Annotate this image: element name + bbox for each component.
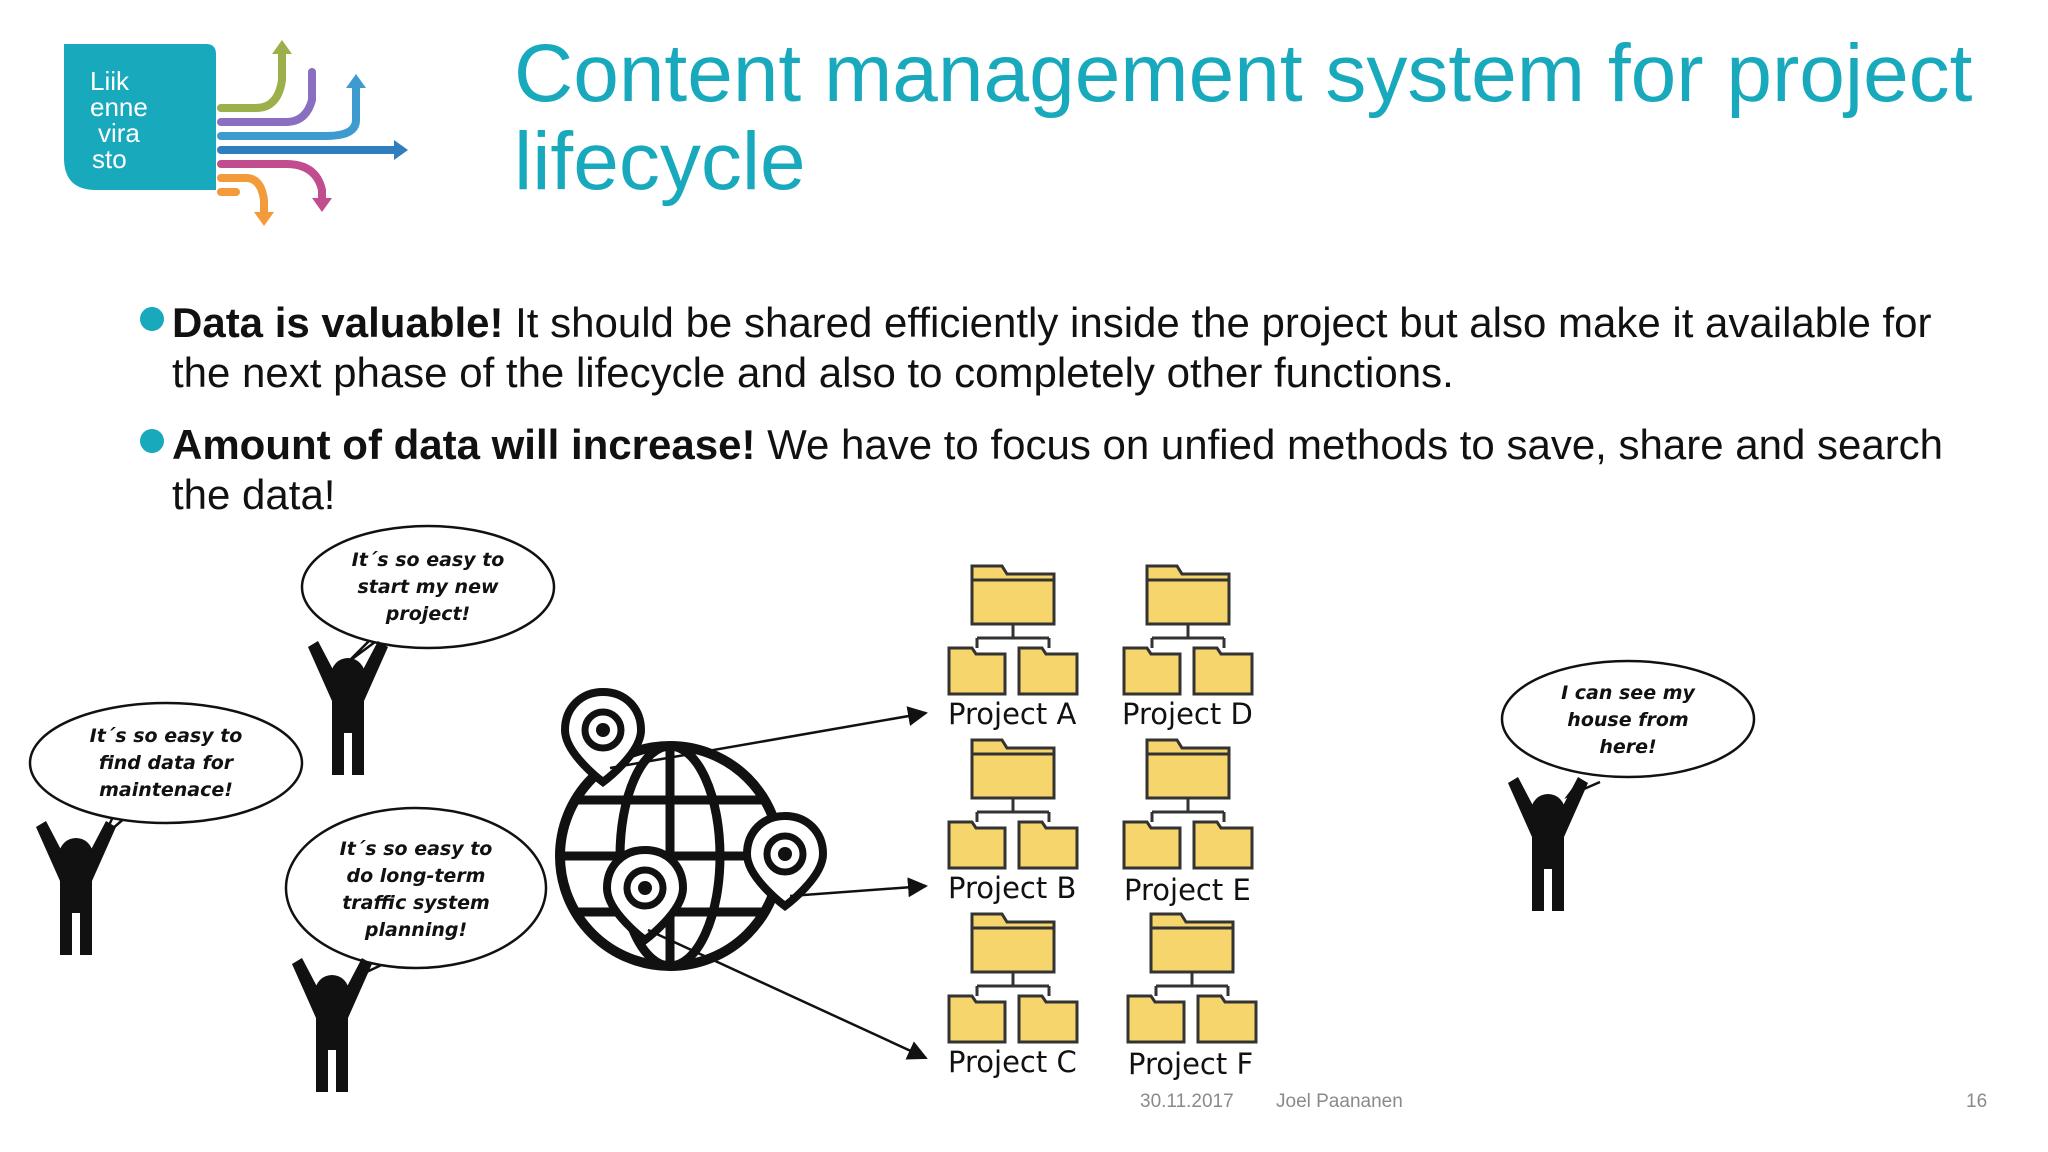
- arrow-to-project-c: [647, 928, 928, 1060]
- bullet-dot-icon: [140, 429, 164, 453]
- slide-title: Content management system for project li…: [514, 28, 1973, 207]
- speech-bubble-planning: It´s so easy to do long-term traffic sys…: [284, 806, 548, 978]
- bubble-text-line: do long-term: [347, 865, 486, 887]
- bubble-text-line: here!: [1599, 736, 1656, 758]
- bullet-bold-text: Amount of data will increase!: [172, 421, 756, 468]
- bubble-text-line: maintenace!: [99, 779, 233, 801]
- folder-hierarchy-icon: [947, 738, 1079, 870]
- person-arms-raised-icon: [1508, 777, 1588, 911]
- bubble-text-line: project!: [385, 603, 470, 625]
- folder-hierarchy-icon: [947, 912, 1079, 1044]
- arrow-to-project-b: [789, 877, 928, 898]
- folder-hierarchy-icon: [1126, 912, 1258, 1044]
- logo-text-line: vira: [98, 118, 140, 148]
- footer-author: Joel Paananen: [1276, 1091, 1403, 1112]
- folder-hierarchy-icon: [1122, 738, 1254, 870]
- project-lifecycle-diagram: It´s so easy to start my new project! It…: [28, 524, 1756, 1092]
- project-label: Project B: [948, 871, 1076, 905]
- bubble-text-line: I can see my: [1561, 682, 1696, 704]
- project-label: Project D: [1122, 697, 1253, 731]
- liikennevirasto-logo: Liik enne vira sto: [64, 40, 408, 226]
- folder-hierarchy-icon: [947, 564, 1079, 696]
- bubble-text-line: It´s so easy to: [340, 838, 493, 860]
- bullet-text: It should be shared efficiently inside t…: [172, 299, 1932, 396]
- speech-bubble-house: I can see my house from here!: [1500, 659, 1756, 800]
- logo-text-line: Liik: [90, 66, 130, 96]
- bullet-item: Amount of data will increase! We have to…: [140, 420, 1980, 520]
- project-label: Project E: [1124, 873, 1251, 907]
- person-arms-raised-icon: [308, 641, 388, 775]
- bullet-text: We have to focus on unfied methods to sa…: [172, 421, 1944, 518]
- folder-hierarchy-icon: [1122, 564, 1254, 696]
- bubble-text-line: It´s so easy to: [352, 549, 505, 571]
- bullet-dot-icon: [140, 307, 164, 331]
- speech-bubble-maintenance: It´s so easy to find data for maintenace…: [28, 701, 304, 837]
- person-arms-raised-icon: [292, 958, 372, 1092]
- bullet-item: Data is valuable! It should be shared ef…: [140, 298, 1980, 398]
- bubble-text-line: find data for: [99, 752, 235, 774]
- speech-bubble-start: It´s so easy to start my new project!: [300, 524, 556, 664]
- arrow-to-project-a: [609, 706, 928, 770]
- globe-with-location-pins-icon: [555, 692, 823, 971]
- person-arms-raised-icon: [36, 821, 116, 955]
- bubble-text-line: start my new: [357, 576, 498, 598]
- project-label: Project C: [948, 1045, 1077, 1079]
- project-label: Project F: [1128, 1047, 1253, 1081]
- bubble-text-line: planning!: [364, 919, 467, 941]
- logo-text-line: sto: [92, 144, 127, 174]
- footer-date: 30.11.2017: [1140, 1091, 1234, 1112]
- bubble-text-line: traffic system: [342, 892, 490, 914]
- logo-text-line: enne: [90, 92, 148, 122]
- page-number: 16: [1966, 1091, 1988, 1112]
- bubble-text-line: house from: [1567, 709, 1688, 731]
- project-label: Project A: [948, 697, 1076, 731]
- bullet-bold-text: Data is valuable!: [172, 299, 504, 346]
- bubble-text-line: It´s so easy to: [90, 725, 243, 747]
